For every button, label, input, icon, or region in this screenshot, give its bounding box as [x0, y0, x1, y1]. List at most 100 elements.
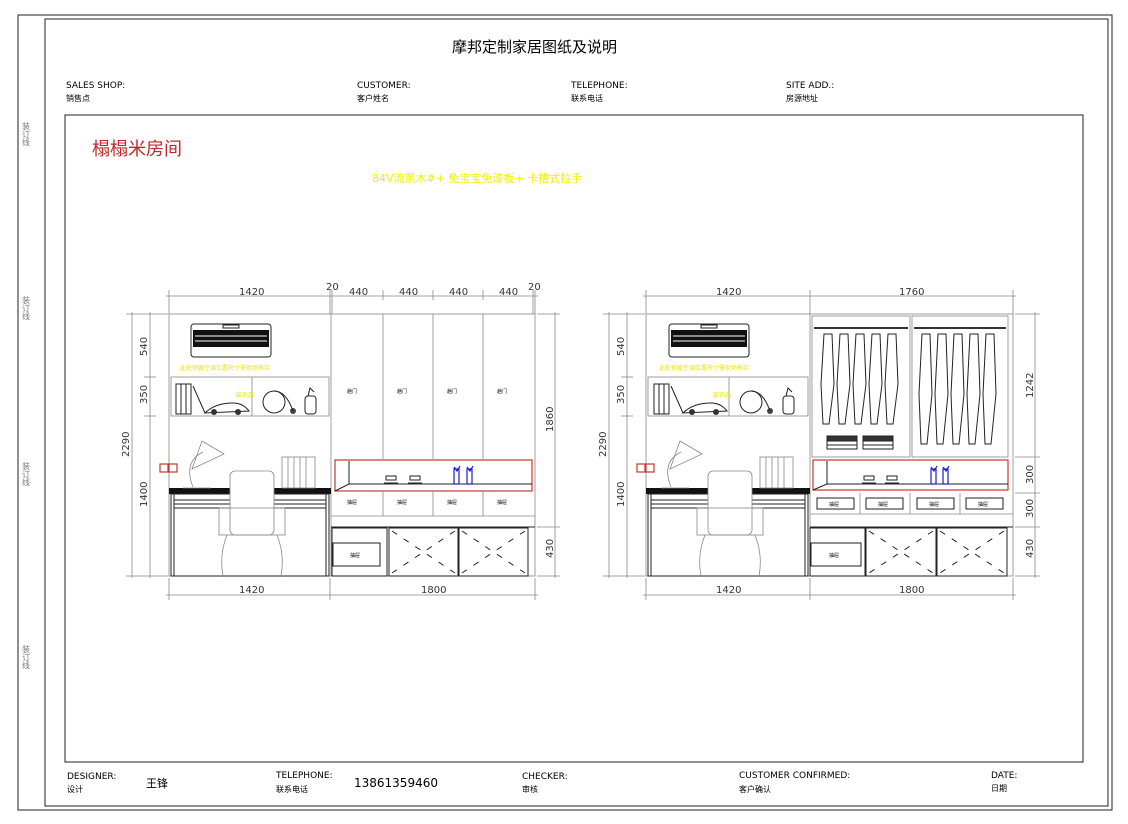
dim-label: 540	[616, 337, 627, 356]
elevation-left: 1420 20 440 440 440 440 20 2290 540 350 …	[121, 282, 560, 600]
dim-label: 300	[1025, 465, 1036, 484]
dim-label: 2290	[121, 432, 132, 457]
chair-icon	[218, 470, 286, 577]
base-drawer-label: 抽屉	[829, 552, 839, 559]
sales-shop-label-cn: 销售点	[66, 93, 90, 103]
dim-label: 1420	[716, 287, 741, 298]
footer-telephone-label: TELEPHONE:	[275, 771, 333, 781]
sales-shop-label: SALES SHOP:	[66, 81, 125, 91]
binding-label: 装订线	[22, 295, 31, 320]
telephone-label: TELEPHONE:	[570, 81, 628, 91]
site-address-label-cn: 房源地址	[786, 93, 818, 103]
door-label: 趟门	[397, 388, 407, 395]
books-icon	[759, 456, 794, 489]
dim-label: 1860	[545, 407, 556, 432]
designer-label-cn: 设计	[67, 784, 83, 794]
dim-label: 430	[545, 539, 556, 558]
date-label: DATE:	[991, 771, 1017, 781]
teacup-icon	[384, 475, 422, 484]
toy-car-icon	[681, 402, 728, 415]
checker-label: CHECKER:	[522, 772, 568, 782]
room-title: 榻榻米房间	[92, 139, 182, 160]
folded-clothes-icon	[826, 435, 894, 450]
site-address-label: SITE ADD.:	[786, 81, 834, 91]
drawer-label: 抽屉	[878, 501, 888, 508]
books-icon	[175, 383, 206, 415]
binding-label: 装订线	[22, 644, 31, 669]
designer-name: 王锋	[146, 777, 168, 790]
elevation-right: 1420 1760 2290 540 350 1400 1242 300 300…	[598, 287, 1040, 600]
open-niche	[334, 459, 533, 492]
dim-label: 1400	[139, 482, 150, 507]
drawer-label: 抽屉	[447, 499, 457, 506]
drawer-label: 抽屉	[497, 499, 507, 506]
base-cabinet	[809, 526, 1013, 577]
dim-label: 430	[1025, 539, 1036, 558]
dim-label: 440	[449, 287, 468, 298]
books-icon	[281, 456, 316, 489]
vase-icon	[304, 387, 317, 415]
customer-confirmed-label-cn: 客户确认	[739, 784, 771, 794]
bicycle-icon	[262, 390, 296, 414]
dim-label: 1400	[616, 482, 627, 507]
checker-label-cn: 审核	[522, 784, 538, 794]
drawing-frame	[64, 114, 1084, 763]
door-label: 趟门	[347, 388, 357, 395]
drawer-label: 抽屉	[978, 501, 988, 508]
designer-label: DESIGNER:	[67, 772, 116, 782]
binding-label: 装订线	[22, 461, 31, 486]
drawer-label: 抽屉	[829, 501, 839, 508]
desk-lamp-icon	[183, 440, 225, 489]
dim-label: 1800	[899, 585, 924, 596]
cabinet-outline	[168, 313, 536, 577]
dim-label: 1420	[239, 585, 264, 596]
books-icon	[653, 383, 684, 415]
dim-label: 1242	[1025, 373, 1036, 398]
bicycle-icon	[739, 390, 773, 414]
dim-label: 1420	[716, 585, 741, 596]
hanging-clothes-icon	[820, 333, 997, 445]
footer: DESIGNER: 设计 王锋 TELEPHONE: 联系电话 13861359…	[67, 771, 1017, 794]
dim-label: 2290	[598, 432, 609, 457]
material-note: 84V流黑木#+ 免宝宝免漆板+ 卡槽式拉手	[372, 171, 582, 185]
wall-socket-icon	[159, 463, 178, 473]
door-label: 趟门	[447, 388, 457, 395]
outer-frame	[17, 14, 1113, 811]
base-cabinet	[331, 526, 535, 577]
air-conditioner-icon	[190, 323, 272, 358]
binding-labels: 装订线 装订线 装订线 装订线	[22, 121, 31, 669]
door-label: 趟门	[497, 388, 507, 395]
customer-label-cn: 客户姓名	[357, 93, 389, 103]
air-conditioner-icon	[668, 323, 750, 358]
dim-label: 20	[528, 282, 541, 293]
wall-socket-icon	[636, 463, 655, 473]
sheet-title: 摩邦定制家居图纸及说明	[452, 38, 617, 56]
toy-car-icon	[203, 402, 250, 415]
drawer-label: 抽屉	[397, 499, 407, 506]
dim-label: 1800	[421, 585, 446, 596]
drawer-row	[816, 497, 1004, 510]
chair-icon	[696, 470, 764, 577]
drink-glasses-icon	[453, 465, 474, 485]
vase-icon	[782, 387, 795, 415]
customer-label: CUSTOMER:	[357, 81, 411, 91]
dim-label: 540	[139, 337, 150, 356]
dim-ticks	[168, 290, 536, 314]
dim-label: 300	[1025, 499, 1036, 518]
telephone-label-cn: 联系电话	[571, 93, 603, 103]
drink-glasses-icon	[930, 465, 950, 485]
dim-label: 440	[499, 287, 518, 298]
footer-telephone-label-cn: 联系电话	[276, 784, 308, 794]
decor-label: 装饰品	[236, 391, 254, 399]
dim-label: 1420	[239, 287, 264, 298]
drawer-label: 抽屉	[347, 499, 357, 506]
dim-label: 440	[399, 287, 418, 298]
ac-note: 此处预留空调位置尺寸需现场核实	[659, 364, 749, 372]
drawer-label: 抽屉	[929, 501, 939, 508]
base-drawer-label: 抽屉	[350, 552, 360, 559]
designer-phone: 13861359460	[354, 776, 438, 790]
dim-label: 350	[616, 385, 627, 404]
decor-label: 装饰品	[713, 391, 731, 399]
teacup-icon	[862, 475, 899, 484]
